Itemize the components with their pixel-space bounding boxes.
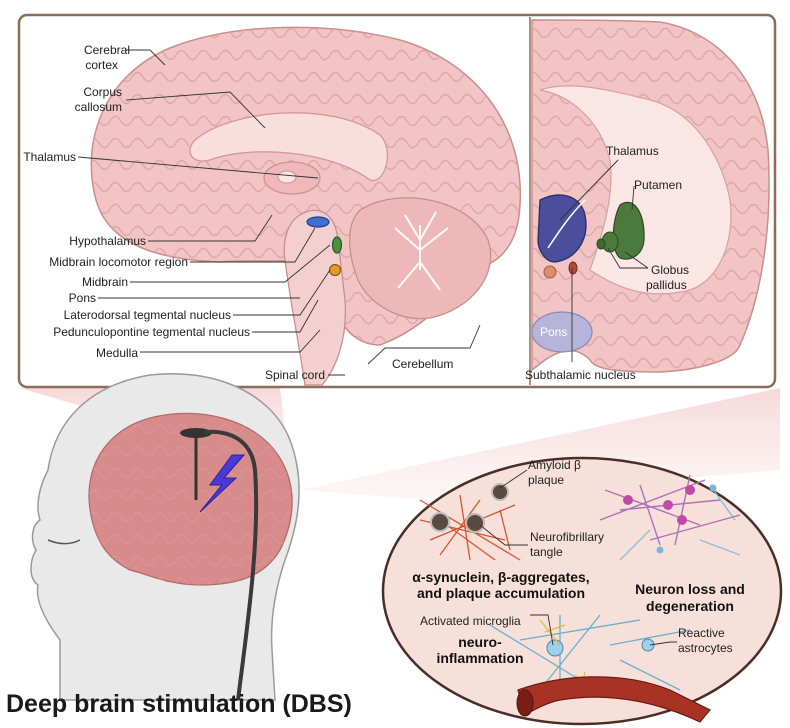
- stimulation-bolt-icon: [199, 454, 246, 513]
- label-globus-pallidus-1: Globus: [651, 263, 690, 277]
- coronal-brain: [531, 19, 770, 373]
- caption-aggregates-2: and plaque accumulation: [416, 585, 586, 601]
- caption-neuroinflammation-1: neuro-: [458, 634, 502, 650]
- label-midbrain: Midbrain: [81, 275, 128, 289]
- label-corpus-callosum-2: callosum: [74, 100, 122, 114]
- caption-neuron-loss-1: Neuron loss and: [635, 581, 745, 597]
- caption-neuroinflammation-2: inflammation: [436, 650, 524, 666]
- label-reactive-astrocytes-1: Reactive: [678, 626, 725, 640]
- laterodorsal-marker: [331, 236, 343, 254]
- caption-aggregates-1: α-synuclein, β-aggregates,: [412, 569, 590, 585]
- caption-neuron-loss-2: degeneration: [646, 598, 734, 614]
- head-illustration: [30, 373, 300, 701]
- label-midbrain-locomotor-region: Midbrain locomotor region: [49, 255, 188, 269]
- putamen-shape: [612, 201, 645, 260]
- label-thalamus-sagittal: Thalamus: [23, 150, 76, 164]
- label-neurofibrillary-tangle-1: Neurofibrillary: [530, 530, 605, 544]
- label-neurofibrillary-tangle-2: tangle: [530, 545, 563, 559]
- label-hypothalamus: Hypothalamus: [69, 234, 146, 248]
- pathology-oval: [381, 456, 783, 726]
- blood-vessel: [517, 676, 711, 723]
- pedunculopontine-marker: [328, 263, 342, 277]
- label-reactive-astrocytes-2: astrocytes: [678, 641, 733, 655]
- label-subthalamic-nucleus: Subthalamic nucleus: [525, 368, 636, 382]
- label-cerebral-cortex-1: Cerebral: [83, 43, 130, 57]
- label-spinal-cord: Spinal cord: [264, 368, 325, 382]
- sagittal-brain: [90, 26, 521, 386]
- label-globus-pallidus-2: pallidus: [646, 278, 687, 292]
- midbrain-locomotor-region-marker: [306, 216, 330, 228]
- label-thalamus-coronal: Thalamus: [606, 144, 659, 158]
- label-cerebral-cortex-2: cortex: [85, 58, 118, 72]
- coronal-leaders: [559, 159, 649, 362]
- label-amyloid-plaque-2: plaque: [528, 473, 565, 487]
- dbs-lead-wire: [203, 429, 259, 701]
- label-corpus-callosum-1: Corpus: [83, 85, 122, 99]
- pathology-leaders: [479, 469, 677, 646]
- label-activated-microglia: Activated microglia: [420, 614, 521, 628]
- figure-title: Deep brain stimulation (DBS): [6, 690, 352, 718]
- pons-coronal: [531, 311, 593, 353]
- sagittal-leaders: [77, 49, 481, 376]
- label-pedunculopontine-tegmental-nucleus: Pedunculopontine tegmental nucleus: [53, 325, 250, 339]
- corpus-callosum: [189, 112, 389, 181]
- label-pons-coronal: Pons: [540, 325, 568, 339]
- label-medulla: Medulla: [95, 346, 138, 360]
- label-laterodorsal-tegmental-nucleus: Laterodorsal tegmental nucleus: [63, 308, 231, 322]
- label-putamen: Putamen: [634, 178, 683, 192]
- label-pons-sagittal: Pons: [68, 291, 96, 305]
- label-cerebellum: Cerebellum: [392, 357, 454, 371]
- label-amyloid-plaque-1: Amyloid β: [528, 458, 581, 472]
